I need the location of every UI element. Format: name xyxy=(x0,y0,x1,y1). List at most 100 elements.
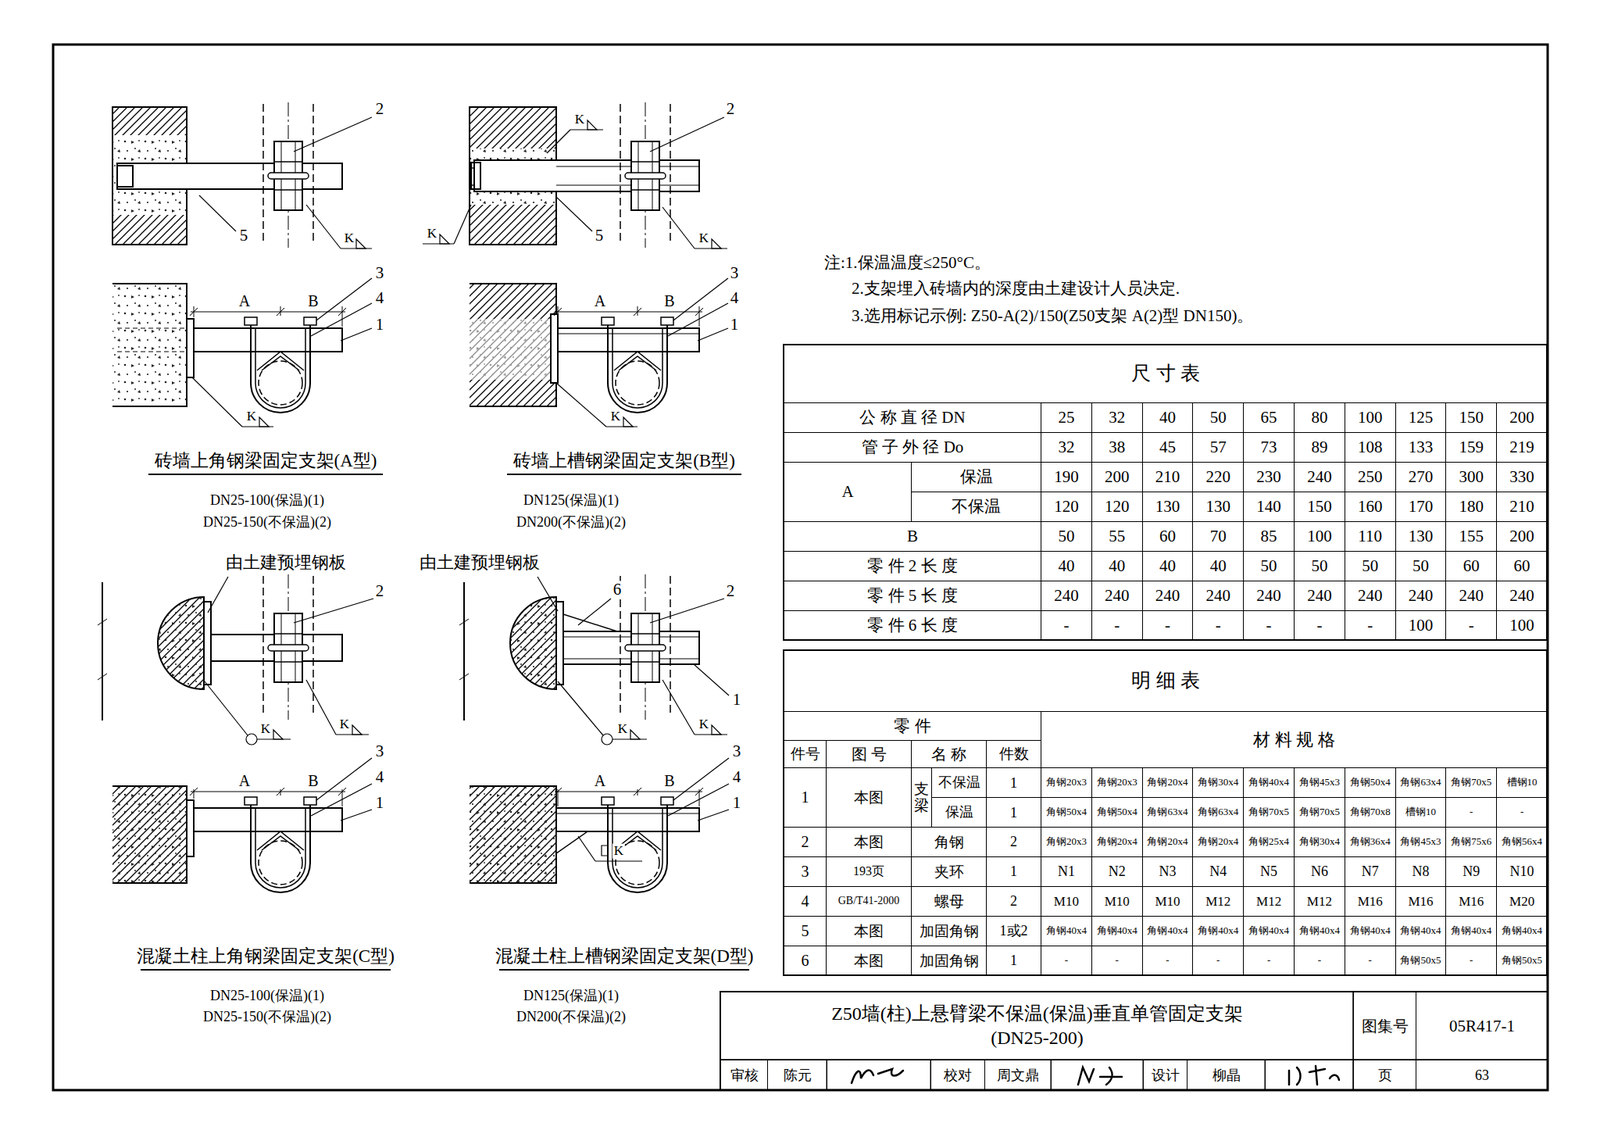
table-cell: - xyxy=(1293,610,1346,641)
callout-number: 3 xyxy=(374,742,386,761)
table-cell: 件数 xyxy=(985,739,1042,768)
sheet-frame xyxy=(53,44,1548,1090)
table-text: 角钢50x4 xyxy=(1350,776,1391,789)
table-text: 40 xyxy=(1210,556,1227,575)
table-text: 200 xyxy=(1509,407,1535,427)
table-text: - xyxy=(1367,615,1373,635)
table-text: 200 xyxy=(1509,526,1535,546)
table-text: 50 xyxy=(1412,556,1429,575)
table-text: 250 xyxy=(1357,467,1383,486)
table-cell: 角钢40x4 xyxy=(1344,915,1397,947)
weld-mark: K xyxy=(612,843,625,859)
table-text: 100 xyxy=(1408,615,1434,635)
drawing-caption: 混凝土柱上槽钢梁固定支架(D型) xyxy=(493,946,756,966)
table-cell: 校对 xyxy=(930,1059,986,1091)
table-cell: 角钢40x4 xyxy=(1445,915,1497,947)
table-cell: 80 xyxy=(1293,402,1346,433)
table-text: 名 称 xyxy=(931,745,967,764)
table-cell: 180 xyxy=(1445,491,1497,522)
table-text: 本图 xyxy=(853,833,884,851)
table-cell: 155 xyxy=(1445,521,1497,552)
table-text: 角钢30x4 xyxy=(1299,835,1340,848)
table-text: M12 xyxy=(1256,893,1282,910)
table-cell: 240 xyxy=(1242,580,1295,611)
table-text: 2 xyxy=(1010,833,1018,850)
table-text: N1 xyxy=(1057,863,1075,880)
callout-number: 3 xyxy=(374,264,386,283)
weld-mark: K xyxy=(616,721,629,737)
table-cell: 100 xyxy=(1395,610,1447,641)
table-text: 125 xyxy=(1408,407,1434,427)
support-type-c xyxy=(97,574,391,970)
dimension-label: A xyxy=(592,292,608,310)
table-text: M10 xyxy=(1154,893,1180,910)
weld-mark: K xyxy=(245,409,258,425)
table-text: A xyxy=(841,482,854,501)
table-cell: 159 xyxy=(1445,432,1497,463)
table-cell: 2 xyxy=(985,885,1042,917)
table-text: 角钢40x4 xyxy=(1248,776,1290,789)
table-cell: 名 称 xyxy=(910,739,987,768)
size-range: DN125(保温)(1) xyxy=(521,492,621,509)
table-cell: 本图 xyxy=(825,767,912,828)
table-text: 240 xyxy=(1459,585,1485,605)
table-text: 零 件 6 长 度 xyxy=(867,615,958,635)
table-text: 40 xyxy=(1159,407,1176,427)
size-range: DN200(不保温)(2) xyxy=(514,514,628,531)
table-text: 100 xyxy=(1357,407,1383,427)
table-text: 240 xyxy=(1408,585,1434,605)
table-text: 55 xyxy=(1108,526,1125,546)
table-text: 角钢70x5 xyxy=(1450,776,1492,789)
title-block-text: 设计 xyxy=(1151,1067,1180,1084)
table-cell: 件号 xyxy=(783,739,827,768)
table-cell: 角钢63x4 xyxy=(1142,796,1194,828)
table-text: 3 xyxy=(801,862,810,881)
table-cell: 38 xyxy=(1091,432,1143,463)
table-cell: M12 xyxy=(1293,885,1346,917)
callout-number: 1 xyxy=(374,793,386,812)
table-text: 200 xyxy=(1104,467,1130,486)
table-text: 80 xyxy=(1310,407,1328,427)
callout-number: 4 xyxy=(728,289,741,308)
table-text: 1 xyxy=(1010,774,1018,792)
table-cell: - xyxy=(1445,796,1497,828)
table-text: N8 xyxy=(1411,863,1429,880)
table-cell: 160 xyxy=(1344,491,1397,522)
title-block-text: 63 xyxy=(1475,1067,1490,1084)
table-cell: 32 xyxy=(1091,402,1143,433)
table-cell: 零 件 xyxy=(783,710,1042,741)
table-text: 零 件 2 长 度 xyxy=(867,556,958,575)
table-cell: 尺 寸 表 xyxy=(783,344,1548,404)
table-cell: 120 xyxy=(1040,491,1093,522)
table-text: 133 xyxy=(1408,437,1434,457)
table-cell: 角钢70x5 xyxy=(1293,796,1346,828)
table-text: 193页 xyxy=(853,864,885,879)
table-cell: N5 xyxy=(1242,856,1295,887)
title-block-text: 审核 xyxy=(730,1067,759,1084)
table-text: 5 xyxy=(801,921,810,940)
table-cell: 角钢20x3 xyxy=(1040,767,1093,798)
table-text: 240 xyxy=(1053,585,1079,605)
table-text: 159 xyxy=(1459,437,1485,457)
table-text: 1 xyxy=(1010,952,1018,969)
note-text: 注:1.保温温度≤250°C。 xyxy=(822,253,993,272)
dimension-label: A xyxy=(237,771,252,790)
table-text: - xyxy=(1216,954,1220,967)
title-block-text: 柳晶 xyxy=(1212,1067,1241,1084)
table-cell: 240 xyxy=(1293,580,1346,611)
table-cell: 槽钢10 xyxy=(1395,796,1447,828)
table-text: 240 xyxy=(1307,585,1333,605)
table-text: 保温 xyxy=(945,803,974,821)
table-cell: M20 xyxy=(1496,885,1548,917)
callout-number: 3 xyxy=(728,264,741,283)
table-text: 50 xyxy=(1260,556,1278,575)
table-cell: 4 xyxy=(783,885,827,917)
table-cell: 50 xyxy=(1344,550,1397,582)
table-text: N9 xyxy=(1462,863,1480,880)
table-text: 230 xyxy=(1256,467,1282,486)
table-cell: 2 xyxy=(783,826,827,858)
table-cell: 5 xyxy=(783,915,827,947)
table-text: - xyxy=(1063,615,1069,635)
table-cell: 本图 xyxy=(825,945,912,976)
table-cell: - xyxy=(1242,945,1295,976)
